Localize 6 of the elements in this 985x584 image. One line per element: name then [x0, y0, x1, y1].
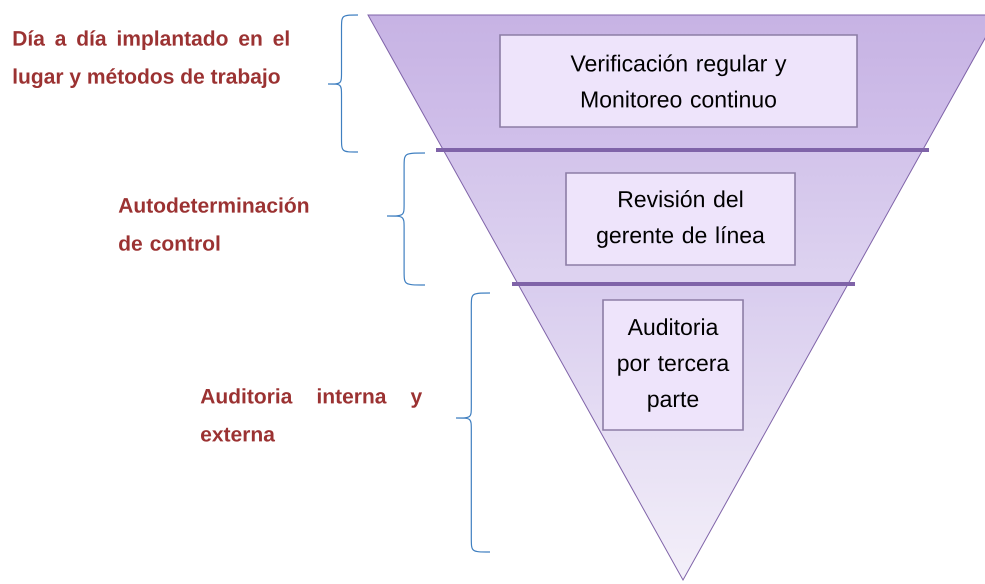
- text-box: Verificación regular y Monitoreo continuo: [499, 34, 858, 128]
- text-box: Revisión del gerente de línea: [565, 172, 796, 266]
- side-label: Día a día implantado en el lugar y métodos de trabajo: [14, 30, 289, 88]
- side-label: Autodeterminación de control: [118, 197, 308, 251]
- text-box: Auditoria por tercera parte: [602, 299, 744, 431]
- side-label: Auditoria interna y externa: [200, 388, 422, 442]
